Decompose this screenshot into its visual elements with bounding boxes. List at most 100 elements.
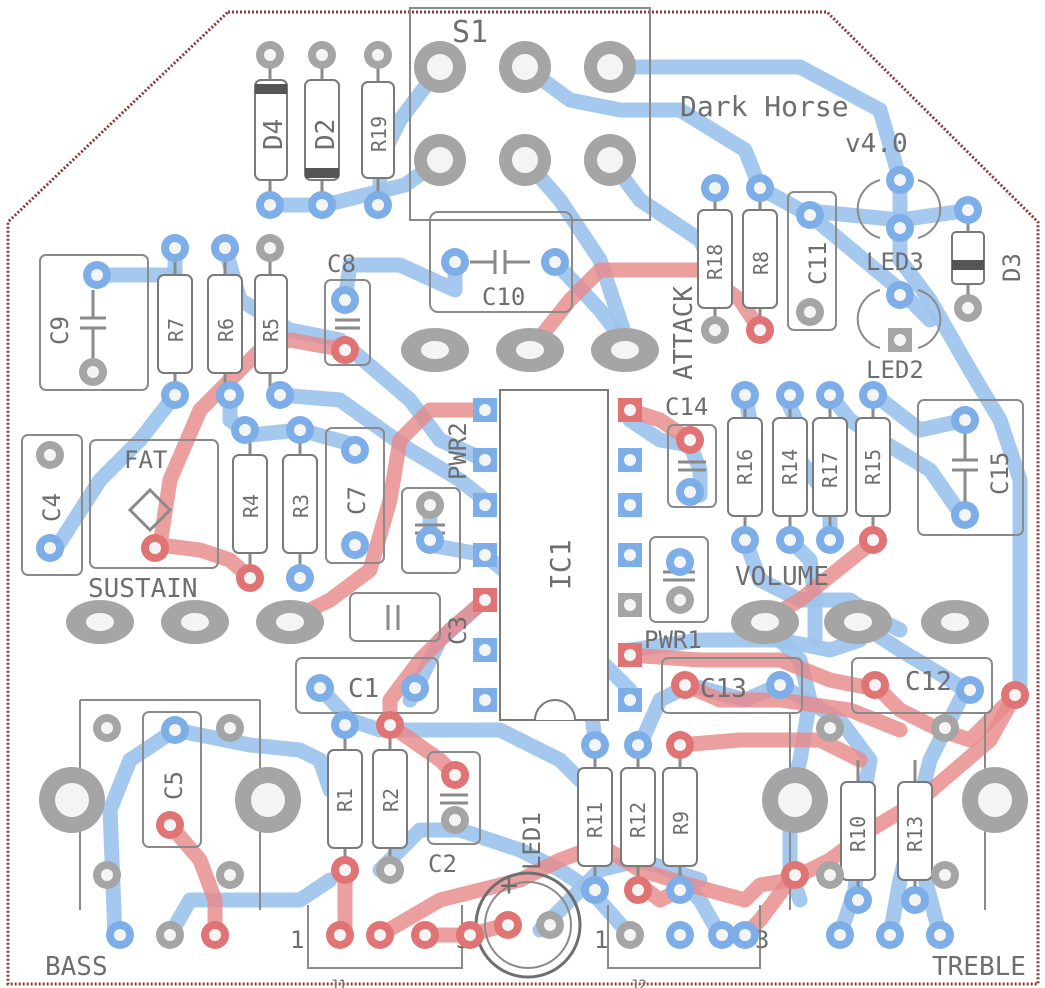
pad-hole [544, 919, 556, 931]
resistor-r11: R11 [577, 745, 613, 890]
fat-switch: FAT [89, 439, 219, 569]
r7-label: R7 [164, 318, 188, 342]
pad-hole [834, 929, 846, 941]
capacitor-pwr1: PWR1 [644, 536, 709, 654]
c1-label: C1 [348, 674, 379, 704]
c9-label: C9 [46, 316, 74, 345]
capacitor-c11: C11 [787, 191, 837, 331]
pad-hole [824, 722, 836, 734]
board-version: v4.0 [845, 129, 908, 159]
pad-hole [684, 434, 696, 446]
d2-label: D2 [311, 119, 341, 150]
pad-hole [774, 679, 786, 691]
resistor-r18: R18 [697, 188, 733, 330]
pad-hole [804, 209, 816, 221]
pad-hole [339, 344, 351, 356]
r16-label: R16 [733, 449, 757, 485]
capacitor-c7: C7 [325, 427, 385, 564]
c2-label: C2 [428, 850, 457, 878]
pad-hole [349, 444, 361, 456]
resistor-r14: R14 [772, 395, 808, 540]
resistor-r8: R8 [742, 188, 778, 330]
pad-hole [419, 929, 431, 941]
pot-pads-attack [401, 328, 659, 372]
pad-hole [294, 424, 306, 436]
ic1-label: IC1 [544, 539, 577, 590]
d3-label: D3 [998, 253, 1026, 282]
c14-label: C14 [665, 393, 708, 421]
pad-hole [624, 499, 636, 511]
pad-hole [624, 404, 636, 416]
pad-hole [479, 404, 491, 416]
pad-hole [339, 864, 351, 876]
pad-hole [349, 539, 361, 551]
pad-hole [824, 869, 836, 881]
pad-hole [909, 894, 921, 906]
pad-hole [624, 929, 636, 941]
bass-label: BASS [45, 952, 108, 982]
pad-hole [962, 302, 974, 314]
pad-hole [624, 454, 636, 466]
j2-pin1-label: 1 [594, 926, 608, 954]
capacitor-c14 [667, 424, 717, 508]
r1-label: R1 [333, 788, 357, 812]
r13-label: R13 [903, 816, 927, 852]
fat-label: FAT [124, 446, 167, 474]
pad-hole [244, 572, 256, 584]
pad-hole [114, 929, 126, 941]
pwr1-label: PWR1 [644, 626, 702, 654]
j1-label: J1 [330, 978, 347, 988]
capacitor-c3: C3 [349, 592, 472, 645]
pad-hole [959, 414, 971, 426]
pad-hole [867, 389, 879, 401]
pad-hole [209, 929, 221, 941]
diode-d2: D2 [304, 55, 341, 205]
pad-hole [339, 719, 351, 731]
capacitor-c4: C4 [21, 434, 83, 576]
r9-label: R9 [669, 811, 693, 835]
pad-hole [867, 534, 879, 546]
volume-label: VOLUME [735, 562, 829, 592]
capacitor-c5: C5 [142, 711, 202, 848]
c13-label: C13 [700, 674, 747, 704]
pad-hole [939, 722, 951, 734]
resistor-r5: R5 [254, 248, 288, 395]
led1: LED1 + [474, 812, 582, 979]
c15-label: C15 [986, 452, 1014, 495]
pad-hole [674, 929, 686, 941]
c7-label: C7 [343, 486, 371, 515]
pad-hole [709, 182, 721, 194]
pad-hole [939, 869, 951, 881]
r4-label: R4 [239, 494, 263, 518]
capacitor-c10: C10 [429, 211, 573, 313]
pad-hole [224, 869, 236, 881]
pad-hole [589, 884, 601, 896]
r10-label: R10 [846, 816, 870, 852]
resistor-r15: R15 [855, 395, 891, 540]
pad-hole [549, 256, 561, 268]
resistor-r7: R7 [157, 248, 193, 395]
pad-hole [219, 242, 231, 254]
pad-hole [224, 722, 236, 734]
pad-hole [149, 542, 161, 554]
r18-label: R18 [703, 244, 727, 280]
pad-hole [632, 739, 644, 751]
capacitor-c8: C8 [324, 250, 371, 366]
resistor-r1: R1 [327, 725, 363, 870]
pad-hole [934, 929, 946, 941]
led1-label: LED1 [518, 812, 546, 870]
capacitor-c2: C2 [427, 751, 481, 878]
pad-hole [424, 499, 436, 511]
c5-label: C5 [160, 771, 188, 800]
r11-label: R11 [583, 802, 607, 838]
c11-label: C11 [804, 242, 832, 285]
d4-label: D4 [259, 119, 289, 150]
c4-label: C4 [38, 493, 66, 522]
c12-label: C12 [905, 667, 952, 697]
pad-hole [314, 682, 326, 694]
resistor-r6: R6 [207, 248, 243, 395]
resistor-r2: R2 [372, 725, 408, 870]
pot-pads-sustain [66, 600, 324, 644]
pad-hole [164, 819, 176, 831]
pad-hole [239, 424, 251, 436]
